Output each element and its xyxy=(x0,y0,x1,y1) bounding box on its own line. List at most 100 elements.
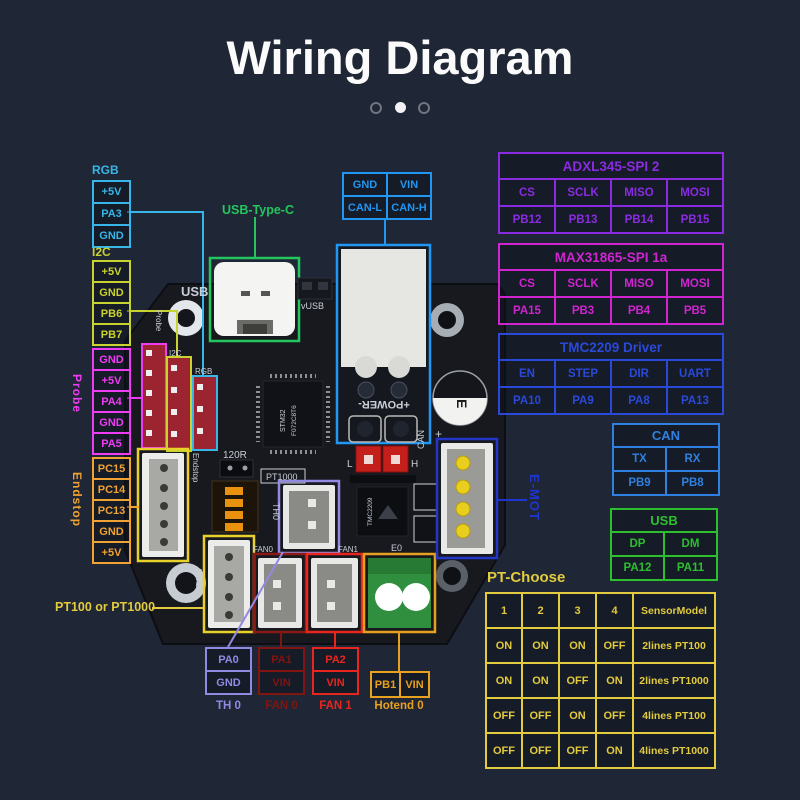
header-cell: 1 xyxy=(485,592,523,629)
i2c-silkscreen: I2C xyxy=(169,349,182,358)
header-cell: CS xyxy=(498,178,556,207)
header-cell: CS xyxy=(498,269,556,298)
carousel-dot-3[interactable] xyxy=(417,101,430,114)
pin-cell: PB1 xyxy=(370,671,401,698)
pin-cell: PC13 xyxy=(92,499,131,522)
state-cell: ON xyxy=(485,662,523,699)
e0-silkscreen: E0 xyxy=(391,543,402,553)
power-can-table: GND VIN CAN-L CAN-H xyxy=(342,172,432,220)
capacitor xyxy=(432,370,488,426)
pin-cell: PA10 xyxy=(498,386,556,415)
state-cell: ON xyxy=(521,627,560,664)
hotend-pin-table: PB1 VIN xyxy=(370,671,430,698)
pin-cell: GND xyxy=(342,172,388,197)
i2c-wire xyxy=(127,310,178,358)
pin-cell: CAN-L xyxy=(342,195,388,220)
header-cell: EN xyxy=(498,359,556,388)
pin-cell: PA8 xyxy=(610,386,668,415)
pin-cell: GND xyxy=(92,224,131,248)
tmc2209-driver-table: TMC2209 Driver EN STEP DIR UART PA10 PA9… xyxy=(498,333,724,415)
pin-cell: PA3 xyxy=(92,202,131,226)
pin-cell: +5V xyxy=(92,180,131,204)
fan1-pin-table: PA2 VIN xyxy=(312,647,359,695)
mcu-marking-2: F072C8T6 xyxy=(291,405,298,436)
pin-cell: PA11 xyxy=(663,555,718,581)
sensor-cell: 2lines PT1000 xyxy=(632,662,716,699)
page-title: Wiring Diagram xyxy=(226,31,574,84)
fan0-pin-table: PA1 VIN xyxy=(258,647,305,695)
header-cell: SCLK xyxy=(554,178,612,207)
pin-cell: VIN xyxy=(399,671,430,698)
state-cell: ON xyxy=(485,627,523,664)
emot-label: E-MOT xyxy=(527,474,542,521)
pin-cell: PA4 xyxy=(92,390,131,413)
pt100-connector xyxy=(202,534,256,634)
pin-cell: PA13 xyxy=(666,386,724,415)
usb-silkscreen: USB xyxy=(181,284,208,299)
rgb-pin-table: +5V PA3 GND xyxy=(92,180,131,248)
carousel-dot-1[interactable] xyxy=(370,101,383,114)
state-cell: OFF xyxy=(485,732,523,769)
pt1000-silkscreen: PT1000 xyxy=(266,472,298,482)
fan0-connector xyxy=(252,552,308,634)
driver-marking: TMC2209 xyxy=(367,497,374,526)
header-cell: MISO xyxy=(610,178,668,207)
sensor-cell: 4lines PT100 xyxy=(632,697,716,734)
endstop-connector xyxy=(136,447,190,563)
power-connector xyxy=(335,243,432,445)
rgb-label: RGB xyxy=(92,163,119,177)
pt-choose-table: 1 2 3 4 SensorModel ON ON ON OFF 2lines … xyxy=(485,592,716,769)
state-cell: OFF xyxy=(595,697,634,734)
hotend-label: Hotend 0 xyxy=(374,700,424,712)
usb-type-c-label: USB-Type-C xyxy=(222,203,294,217)
tmc2209-chip xyxy=(356,483,438,543)
carousel-dot-2[interactable] xyxy=(394,102,406,114)
header-cell: SCLK xyxy=(554,269,612,298)
state-cell: ON xyxy=(595,662,634,699)
header-cell: 3 xyxy=(558,592,597,629)
fan1-connector xyxy=(305,552,364,634)
pin-cell: GND xyxy=(92,520,131,543)
i2c-label: I2C xyxy=(92,245,111,259)
state-cell: OFF xyxy=(521,732,560,769)
pin-cell: GND xyxy=(92,281,131,304)
state-cell: ON xyxy=(521,662,560,699)
header-cell: MOSI xyxy=(666,269,724,298)
vusb-silkscreen: vUSB xyxy=(301,301,324,311)
pin-cell: VIN xyxy=(312,670,359,695)
pin-cell: PB12 xyxy=(498,205,556,234)
probe-pin-table: GND +5V PA4 GND PA5 xyxy=(92,348,131,455)
probe-silkscreen: Probe xyxy=(154,310,163,332)
header-cell: RX xyxy=(665,446,720,472)
fan0-label: FAN 0 xyxy=(265,700,298,712)
pin-cell: PB7 xyxy=(92,323,131,346)
header-cell: DIR xyxy=(610,359,668,388)
sensor-cell: 4lines PT1000 xyxy=(632,732,716,769)
header-cell: STEP xyxy=(554,359,612,388)
pin-cell: CAN-H xyxy=(386,195,432,220)
th0-pin-table: PA0 GND xyxy=(205,647,252,695)
sensor-cell: 2lines PT100 xyxy=(632,627,716,664)
pin-cell: PB3 xyxy=(554,296,612,325)
can-jumpers xyxy=(350,445,416,483)
pin-cell: +5V xyxy=(92,369,131,392)
pin-cell: PB15 xyxy=(666,205,724,234)
capacitor-mark: E xyxy=(454,399,470,408)
usb-c-connector xyxy=(208,256,301,343)
table-title: USB xyxy=(610,508,718,533)
pin-cell: VIN xyxy=(386,172,432,197)
pin-cell: PC15 xyxy=(92,457,131,480)
can-table: CAN TX RX PB9 PB8 xyxy=(612,423,720,496)
state-cell: OFF xyxy=(558,662,597,699)
dip-switch xyxy=(211,480,259,533)
pt100-silkscreen: PT100 xyxy=(195,568,204,592)
pt1000-silk-box xyxy=(260,468,306,484)
state-cell: ON xyxy=(595,732,634,769)
pt100-or-pt1000-label: PT100 or PT1000 xyxy=(55,600,156,614)
header-cell: UART xyxy=(666,359,724,388)
table-title: CAN xyxy=(612,423,720,448)
pin-cell: PA12 xyxy=(610,555,665,581)
stm32-chip xyxy=(256,374,330,454)
